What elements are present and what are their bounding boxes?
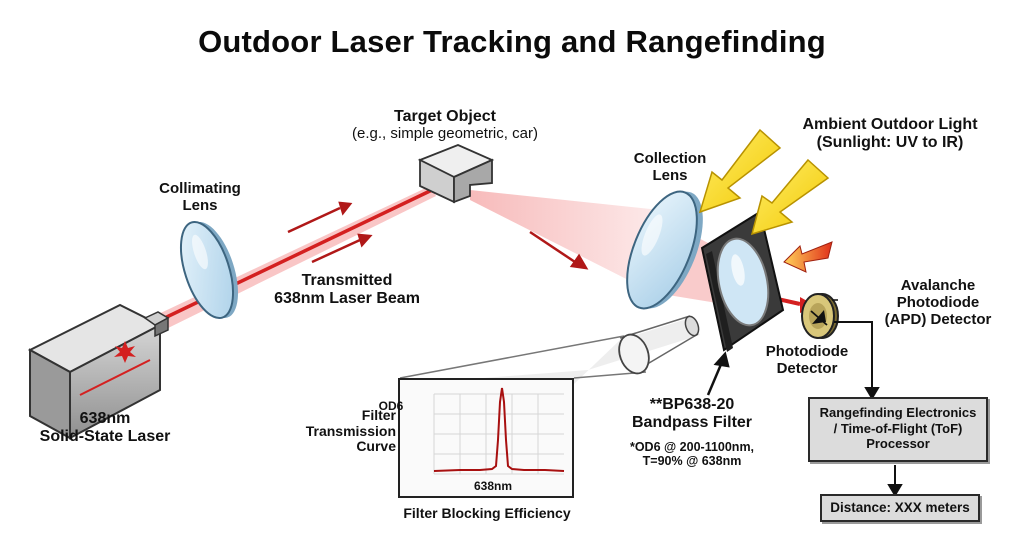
ambient-light-label: Ambient Outdoor Light (Sunlight: UV to I…	[790, 116, 990, 152]
laser-burst-icon	[114, 341, 136, 363]
photodiode-line-1: Photodiode	[765, 343, 849, 360]
transmitted-beam-label: Transmitted 638nm Laser Beam	[262, 272, 432, 308]
transmission-curve-line	[433, 387, 565, 472]
collimating-lens-line-1: Collimating	[159, 180, 241, 197]
ambient-light-line-2: (Sunlight: UV to IR)	[816, 133, 964, 151]
filter-name-label: **BP638-20 Bandpass Filter	[612, 396, 772, 432]
filter-name-line-2: Bandpass Filter	[631, 413, 753, 431]
filter-spec-label: *OD6 @ 200-1100nm, T=90% @ 638nm	[612, 440, 772, 468]
collimating-lens-line-2: Lens	[182, 196, 218, 214]
transmission-curve-svg	[433, 387, 565, 475]
apd-label: Avalanche Photodiode (APD) Detector	[868, 277, 1008, 328]
distance-box: Distance: XXX meters	[820, 494, 980, 522]
chart-caption: Filter Blocking Efficiency	[403, 505, 571, 521]
collection-lens-line-2: Lens	[652, 166, 688, 184]
electronics-line-2: / Time-of-Flight (ToF)	[833, 420, 963, 436]
laser-line-1: 638nm	[79, 410, 131, 427]
collection-lens-label: Collection Lens	[620, 150, 720, 185]
transmission-curve-line-2: Transmission	[305, 422, 396, 439]
laser-label: 638nm Solid-State Laser	[20, 410, 190, 446]
ambient-light-line-1: Ambient Outdoor Light	[802, 116, 978, 133]
electronics-box: Rangefinding Electronics / Time-of-Fligh…	[808, 397, 988, 462]
collimating-lens-icon	[179, 220, 239, 320]
laser-device-icon	[27, 303, 170, 440]
photodiode-line-2: Detector	[776, 359, 838, 377]
filter-spec-line-2: T=90% @ 638nm	[642, 454, 742, 468]
photodiode-detector-icon	[801, 293, 839, 339]
filter-pointer-arrow	[706, 351, 730, 396]
laser-line-2: Solid-State Laser	[39, 427, 171, 445]
collection-lens-line-1: Collection	[633, 150, 707, 167]
target-object-icon	[417, 144, 495, 204]
apd-line-3: (APD) Detector	[884, 310, 992, 328]
page-title: Outdoor Laser Tracking and Rangefinding	[198, 24, 826, 59]
filter-name-line-1: **BP638-20	[649, 396, 735, 413]
electronics-line-3: Processor	[866, 436, 930, 452]
transmission-curve-label: Filter Transmission Curve	[296, 407, 396, 455]
transmitted-beam-line-1: Transmitted	[301, 272, 393, 289]
magnifier-cone	[399, 315, 700, 384]
transmission-curve-chart	[398, 378, 574, 498]
apd-line-1: Avalanche	[900, 277, 976, 294]
collimating-lens-label: Collimating Lens	[150, 180, 250, 215]
signal-path	[834, 321, 903, 497]
sunlight-arrows	[698, 128, 833, 273]
transmission-curve-line-3: Curve	[356, 438, 396, 455]
apd-line-2: Photodiode	[896, 293, 980, 311]
filter-spec-line-1: *OD6 @ 200-1100nm,	[629, 440, 755, 454]
bandpass-filter-icon	[700, 210, 785, 352]
electronics-line-1: Rangefinding Electronics	[819, 405, 977, 420]
beam-direction-arrows	[287, 201, 589, 270]
collection-lens-icon	[626, 190, 703, 310]
photodiode-label: Photodiode Detector	[752, 343, 862, 378]
transmission-curve-line-1: Filter	[361, 407, 396, 423]
transmitted-beam-line-2: 638nm Laser Beam	[274, 289, 420, 307]
target-object-example: (e.g., simple geometric, car)	[352, 124, 538, 142]
target-object-label: Target Object (e.g., simple geometric, c…	[345, 108, 545, 143]
chart-x-label: 638nm	[473, 479, 513, 493]
target-object-name: Target Object	[394, 108, 496, 125]
chart-y-label: OD6	[378, 399, 404, 413]
